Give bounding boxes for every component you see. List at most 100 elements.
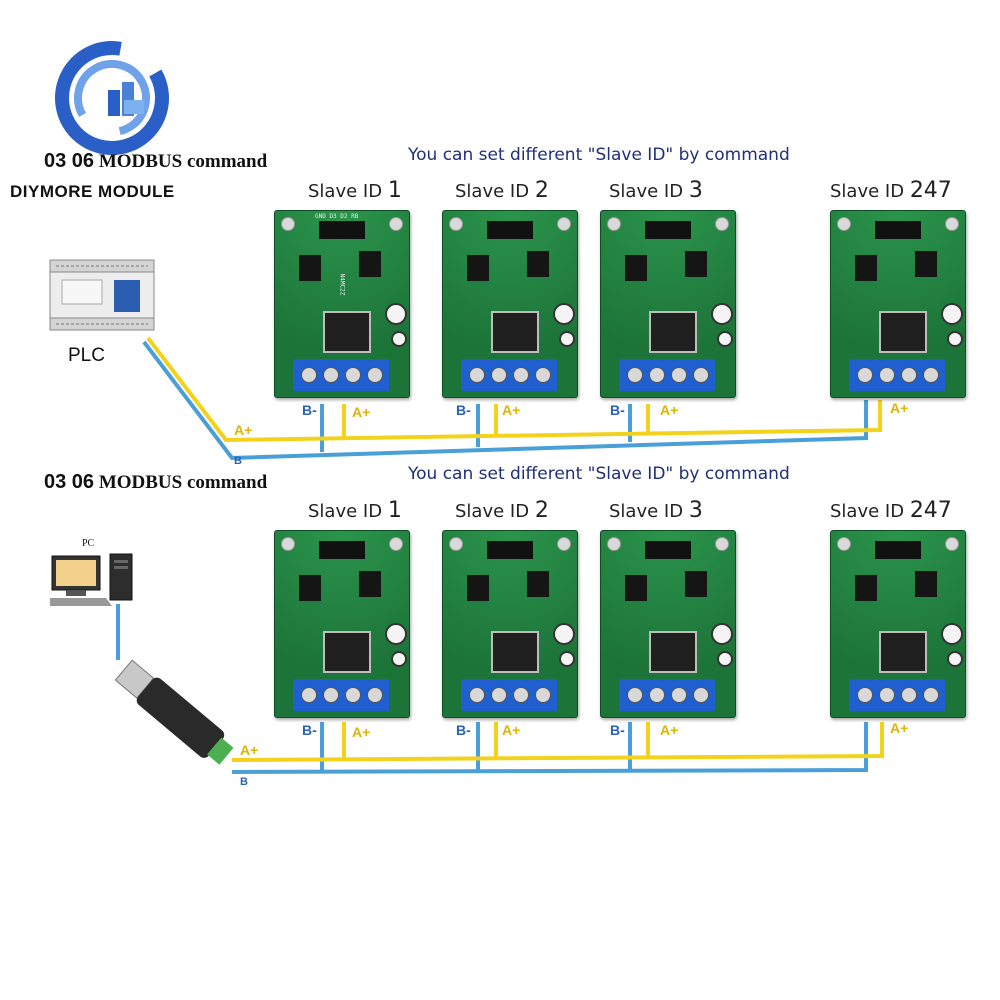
capacitor [717,651,733,667]
top-command-title: 03 06 MODBUS command [44,150,267,173]
capacitor [947,651,963,667]
rs485-module-board [830,530,966,718]
top-slave-id-1: Slave ID 1 [308,178,402,203]
slave-id-number: 1 [387,178,402,203]
slave-id-number: 2 [534,498,549,523]
bottom-caption: You can set different "Slave ID" by comm… [408,464,790,484]
terminal-screw [513,367,529,383]
terminal-screw [535,367,551,383]
chip [467,575,489,601]
screw-terminal [849,679,945,711]
silk-label: GND D3 D2 RB [315,213,359,220]
slave-id-prefix: Slave ID [455,181,530,202]
mount-hole [945,217,959,231]
terminal-screw [301,687,317,703]
terminal-screw [627,687,643,703]
pin-header [645,541,691,559]
wire-label-b: B- [610,722,625,738]
capacitor [391,651,407,667]
chip [359,251,381,277]
regulator [323,631,371,673]
terminal-screw [469,367,485,383]
terminal-screw [367,687,383,703]
rs485-module-board [442,210,578,398]
terminal-screw [649,687,665,703]
capacitor [711,303,733,325]
wire-label-a: A+ [890,720,909,736]
usb-rs485-adapter-icon [96,650,246,780]
wire-label-b: B- [610,402,625,418]
mount-hole [449,537,463,551]
terminal-screw [923,687,939,703]
rs485-module-board: GND D3 D2 RB N4MC2Z [274,210,410,398]
slave-id-prefix: Slave ID [609,501,684,522]
rs485-module-board [274,530,410,718]
chip [527,251,549,277]
terminal-screw [469,687,485,703]
screw-terminal [619,359,715,391]
screw-terminal [293,679,389,711]
wire-label-a: A+ [660,722,679,738]
pin-header [875,221,921,239]
pin-header [875,541,921,559]
slave-id-number: 247 [909,178,952,203]
top-slave-id-2: Slave ID 2 [455,178,549,203]
chip [625,255,647,281]
wire-label-b: B [234,455,242,467]
wire-label-a: A+ [660,402,679,418]
mount-hole [281,537,295,551]
bottom-slave-id-2: Slave ID 2 [455,498,549,523]
terminal-screw [857,687,873,703]
terminal-screw [857,367,873,383]
pin-header [319,541,365,559]
terminal-screw [879,367,895,383]
wire-label-a: A+ [352,404,371,420]
capacitor [553,303,575,325]
terminal-screw [513,687,529,703]
wire-label-b: B- [302,722,317,738]
terminal-screw [879,687,895,703]
regulator [879,311,927,353]
top-a-wire [146,336,882,443]
screw-terminal [293,359,389,391]
chip [685,571,707,597]
wire-label-b: B- [302,402,317,418]
chip [299,575,321,601]
terminal-screw [693,687,709,703]
capacitor [559,651,575,667]
bottom-a-wire [231,722,884,762]
mount-hole [837,217,851,231]
terminal-screw [345,367,361,383]
mount-hole [837,537,851,551]
wire-label-b: B [240,776,248,788]
pc-icon [48,552,134,608]
wire-label-b: B- [456,402,471,418]
slave-id-number: 2 [534,178,549,203]
slave-id-prefix: Slave ID [308,181,383,202]
mount-hole [557,217,571,231]
brand-name: DIYMORE MODULE [10,182,175,201]
regulator [649,631,697,673]
screw-terminal [849,359,945,391]
capacitor [941,303,963,325]
capacitor [385,303,407,325]
command-label: MODBUS command [98,151,268,172]
top-caption: You can set different "Slave ID" by comm… [408,145,790,165]
mount-hole [945,537,959,551]
bottom-slave-id-3: Slave ID 3 [609,498,703,523]
terminal-screw [693,367,709,383]
mount-hole [557,537,571,551]
slave-id-prefix: Slave ID [308,501,383,522]
rs485-module-board [830,210,966,398]
plc-icon [48,250,158,336]
command-label: MODBUS command [98,472,268,493]
mount-hole [389,537,403,551]
bottom-command-title: 03 06 MODBUS command [44,471,267,494]
bottom-slave-id-4: Slave ID 247 [830,498,952,523]
pc-label: PC [82,538,95,549]
slave-id-prefix: Slave ID [455,501,530,522]
chip [855,255,877,281]
screw-terminal [461,359,557,391]
capacitor [385,623,407,645]
